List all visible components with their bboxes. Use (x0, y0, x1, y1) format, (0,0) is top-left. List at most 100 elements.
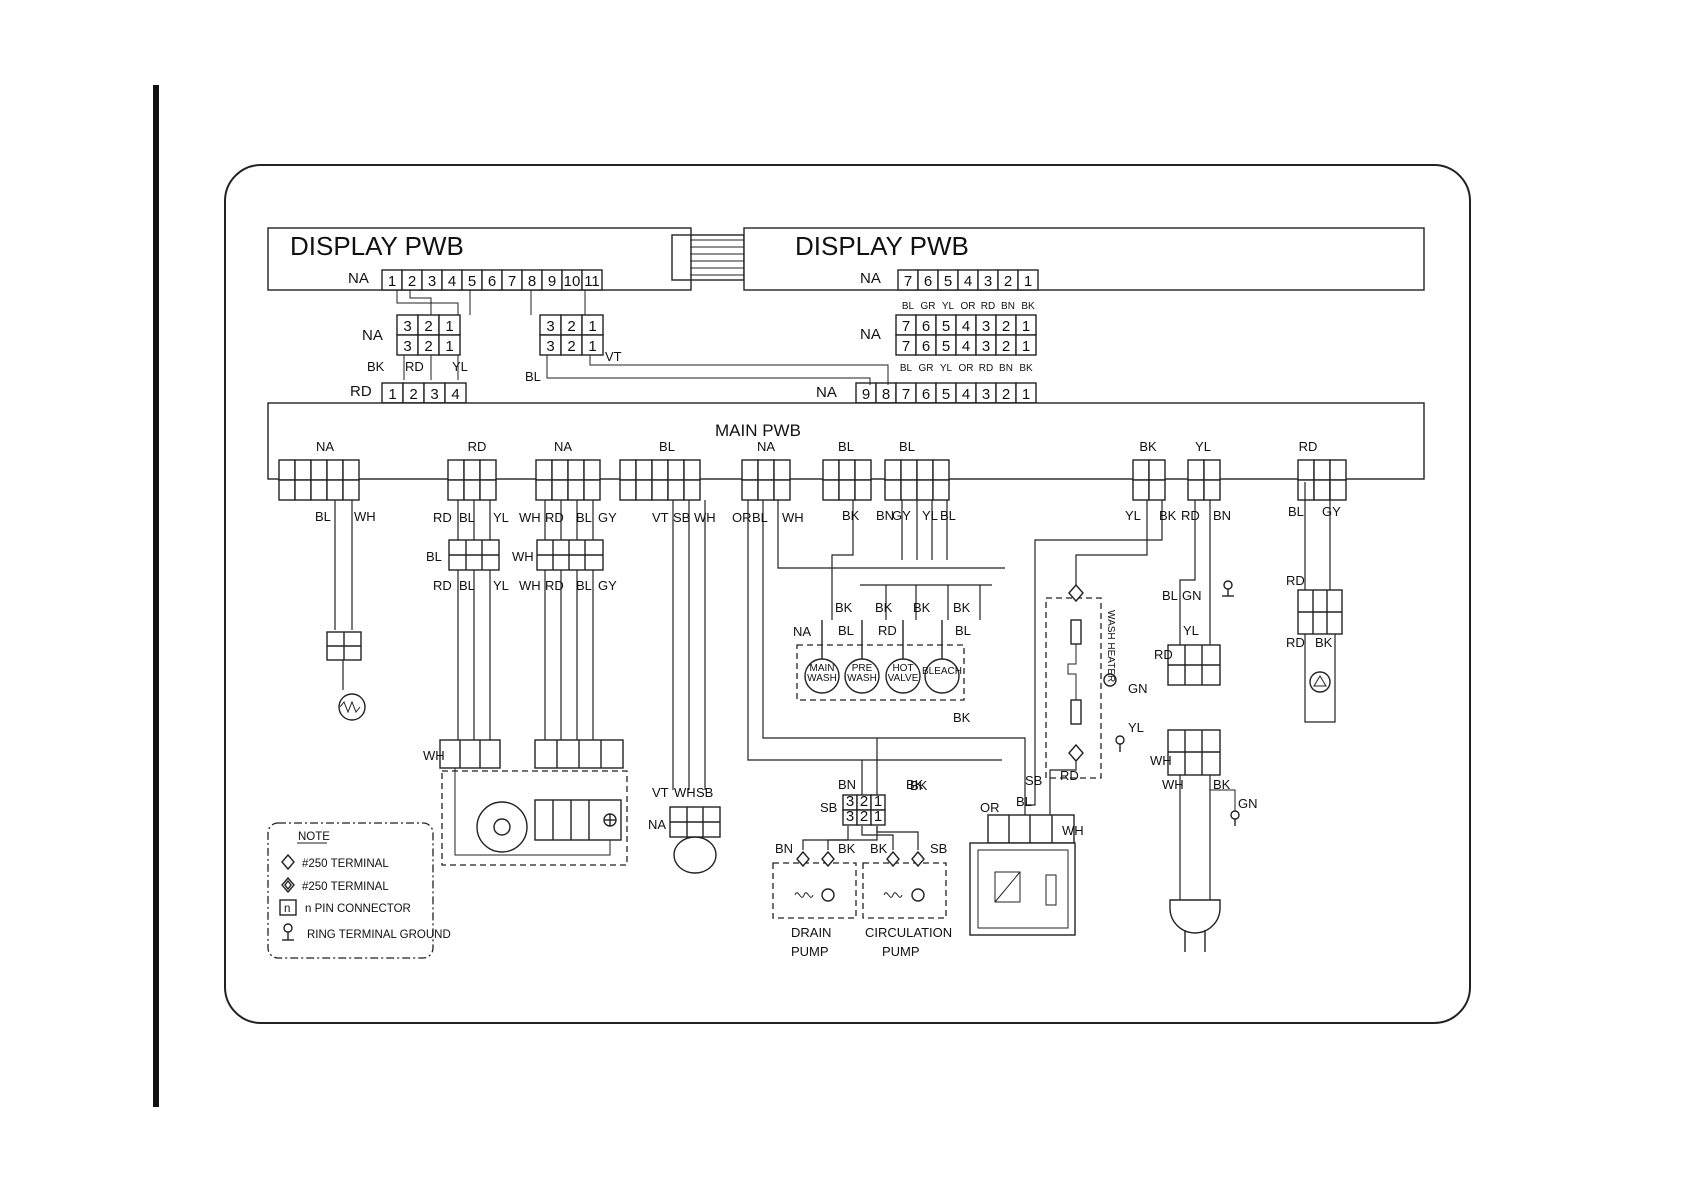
wire-color-label-bl: BL (1288, 504, 1304, 519)
heater-terminal-bottom (1068, 743, 1084, 763)
wire-color-label-bk: BK (1159, 508, 1177, 523)
valve-label: MAIN (810, 663, 835, 674)
main-conn-label: BL (899, 439, 915, 454)
main-conn-cell (757, 459, 775, 481)
display-right-pin: 1 (1024, 273, 1032, 290)
wire-color-label-bl: BL (940, 508, 956, 523)
display-right-wire-label: BN (1001, 301, 1015, 312)
diamond-icon (281, 853, 295, 871)
harness-right9-label: NA (816, 384, 837, 401)
main-conn-cell (1329, 479, 1347, 501)
display-left-pin: 9 (548, 273, 556, 290)
main-conn-cell (278, 479, 296, 501)
pin-connector-icon (279, 899, 297, 916)
main-conn-cell (741, 459, 759, 481)
display-left-pin: 6 (488, 273, 496, 290)
wire-color-label-bk: BK (910, 778, 928, 793)
main-conn-cell (822, 479, 840, 501)
main-conn-cell (447, 479, 465, 501)
door-lock-wire-or: OR (980, 800, 1000, 815)
main-conn-cell (310, 479, 328, 501)
display-left-pin: 2 (408, 273, 416, 290)
wire-color-label-bl: BL (426, 549, 442, 564)
chassis-grounds (1222, 580, 1234, 597)
harness-mid-bl-label: BL (525, 369, 541, 384)
main-conn-cell (838, 479, 856, 501)
page-margin-bar (153, 85, 159, 1107)
heater-terminal-top (1068, 583, 1084, 603)
harness-mid3-pin: 2 (567, 318, 575, 335)
harness-mid3b-cell (581, 334, 604, 356)
valve-label: WASH (807, 673, 837, 684)
circ-pump-wire-bk: BK (870, 841, 888, 856)
main-conn-cell (1313, 459, 1331, 481)
wire-color-label-yl: YL (1125, 508, 1141, 523)
valve-wire-top: BK (913, 600, 931, 615)
note-item-3: n PIN CONNECTOR (305, 903, 411, 915)
harness-right9-pin: 9 (862, 386, 870, 403)
main-conn-cell (447, 459, 465, 481)
harness-mid3b-pin: 2 (567, 338, 575, 355)
main-conn-cell (854, 479, 872, 501)
harness-right9-pin: 5 (942, 386, 950, 403)
valve-wire-top: BK (953, 600, 971, 615)
valve-wire-bottom: RD (878, 623, 897, 638)
wire-color-label-rd: RD (1286, 635, 1305, 650)
display-right-wire-label: YL (942, 301, 955, 312)
harness-left3b-pin: 2 (424, 338, 432, 355)
main-conn-cell (310, 459, 328, 481)
main-conn-cell (773, 459, 791, 481)
wire-color-label-bk: BK (1315, 635, 1333, 650)
valve-wire-bottom: BL (955, 623, 971, 638)
pump-connb-pin: 3 (846, 808, 854, 825)
wire-color-label-yl: YL (1183, 623, 1199, 638)
display-right-wire-label: BK (1021, 301, 1035, 312)
main-conn-cell (551, 479, 569, 501)
wire-color-label-rd: RD (433, 510, 452, 525)
door-lock: WH OR BL (969, 794, 1084, 936)
wire-color-label-gy: GY (1322, 504, 1341, 519)
power-plug (1169, 789, 1240, 952)
main-conn-cell (667, 479, 685, 501)
wiring-lines (334, 482, 1336, 900)
main-conn-cell (683, 459, 701, 481)
door-lock-wire-bl: BL (1016, 794, 1032, 809)
wire-color-label-yl: YL (493, 578, 509, 593)
valve-label: PRE (852, 663, 873, 674)
display-right-wire-label: BL (902, 301, 915, 312)
main-conn-cell (854, 459, 872, 481)
main-conn-cell (479, 459, 497, 481)
display-right-cell (1017, 269, 1039, 291)
main-conn-cell (1132, 479, 1150, 501)
drain-pump-label-2: PUMP (791, 944, 829, 959)
main-conn-cell (294, 479, 312, 501)
main-conn-cell (1148, 479, 1166, 501)
display-right-wire-label: OR (961, 301, 976, 312)
drain-pump: BN BK DRAIN PUMP (772, 841, 857, 959)
main-conn-cell (463, 459, 481, 481)
harness-right7b-pin: 4 (962, 338, 970, 355)
main-conn-cell (757, 479, 775, 501)
wire-color-label-bl: BL (315, 509, 331, 524)
wire-color-label-wh: WH (1162, 777, 1184, 792)
circ-motor-wire-sb: SB (696, 785, 713, 800)
harness-right7-pin: 5 (942, 318, 950, 335)
harness-mid3-pin: 3 (546, 318, 554, 335)
note-item-3-symbol: n (284, 903, 290, 915)
harness-right7-wire-label: RD (979, 363, 993, 374)
main-conn-label: RD (1299, 439, 1318, 454)
pump-conn-pin: 3 (846, 793, 854, 810)
heater-ground-ring (1103, 673, 1117, 687)
main-conn-cell (619, 479, 637, 501)
main-conn-cell (294, 459, 312, 481)
wire-color-label-gy: GY (598, 578, 617, 593)
harness-right9-pin: 6 (922, 386, 930, 403)
wire-color-label-wh: WH (519, 510, 541, 525)
pump-connb-cell (870, 809, 886, 826)
display-right-pin: 7 (904, 273, 912, 290)
